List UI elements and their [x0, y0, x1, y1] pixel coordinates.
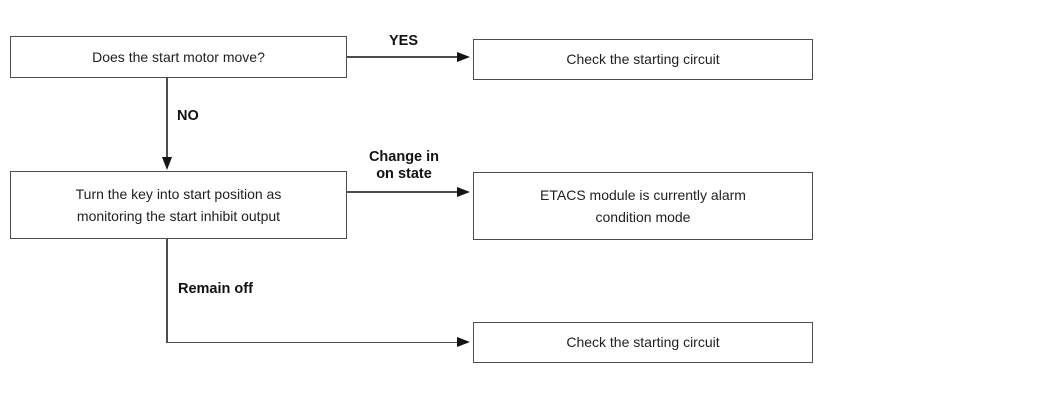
edge-yes-line [347, 56, 460, 58]
edge-label-remain-off: Remain off [178, 281, 253, 297]
arrowhead-right-icon [457, 187, 470, 197]
node-turn-key-monitor-output: Turn the key into start position as moni… [10, 171, 347, 239]
arrowhead-right-icon [457, 52, 470, 62]
arrowhead-right-icon [457, 337, 470, 347]
edge-no-line [166, 78, 168, 159]
node-start-motor-question: Does the start motor move? [10, 36, 347, 78]
edge-label-yes: YES [388, 33, 418, 49]
edge-change-line [347, 191, 460, 193]
edge-remain-off-horizontal-line [166, 341, 459, 344]
edge-remain-off-vertical-line [166, 239, 168, 343]
arrowhead-down-icon [162, 157, 172, 170]
edge-label-no: NO [177, 108, 199, 124]
edge-label-change-in-on-state: Change in on state [368, 149, 440, 183]
node-check-starting-circuit-top: Check the starting circuit [473, 39, 813, 80]
node-etacs-alarm-condition: ETACS module is currently alarm conditio… [473, 172, 813, 240]
node-check-starting-circuit-bottom: Check the starting circuit [473, 322, 813, 363]
